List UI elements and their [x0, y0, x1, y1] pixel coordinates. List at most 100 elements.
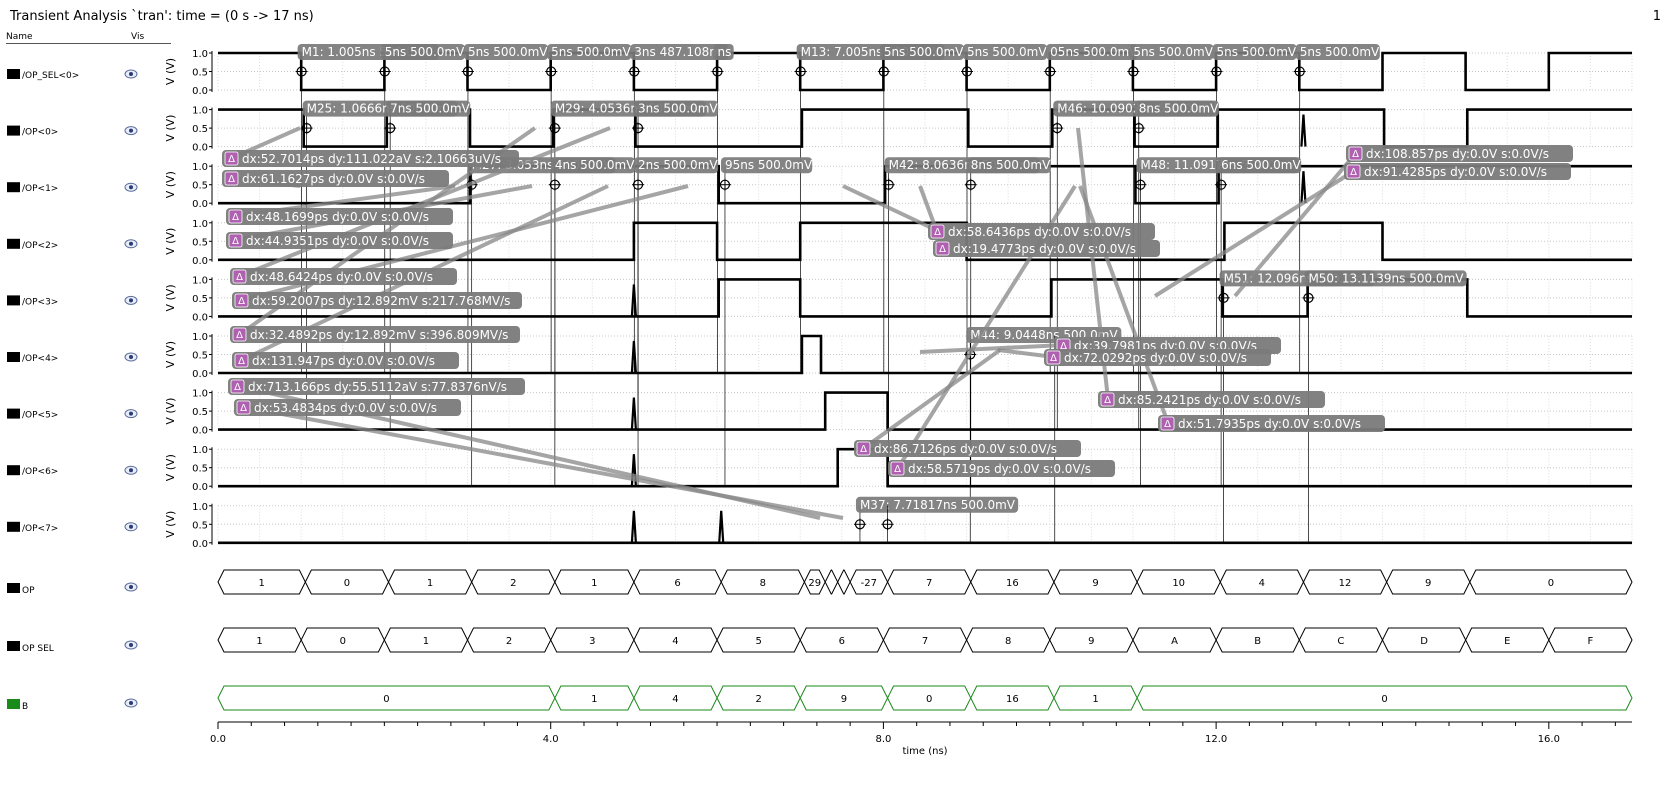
delta-icon: Δ [1350, 167, 1357, 178]
name-column-header[interactable]: Name [6, 32, 33, 42]
window-title: Transient Analysis `tran': time = (0 s -… [10, 9, 314, 24]
delta-label-bg [230, 326, 520, 343]
delta-icon: Δ [1352, 149, 1359, 160]
bus-value: 7 [926, 578, 932, 589]
bus-value: 12 [1339, 578, 1352, 589]
delta-icon: Δ [234, 382, 241, 393]
signal-name: /OP<6> [22, 467, 58, 477]
delta-icon: Δ [236, 272, 243, 283]
delta-label-bg [226, 208, 453, 225]
corner-index: 1 [1652, 9, 1661, 24]
eye-icon [129, 701, 133, 705]
bus-value: 4 [672, 694, 678, 705]
signal-name: /OP<4> [22, 354, 58, 364]
delta-label: dx:51.7935ps dy:0.0V s:0.0V/s [1178, 417, 1361, 431]
bus-name: OP SEL [22, 644, 54, 654]
delta-icon: Δ [228, 174, 235, 185]
delta-icon: Δ [1050, 353, 1057, 364]
delta-label: dx:91.4285ps dy:0.0V s:0.0V/s [1364, 165, 1547, 179]
marker-label: 3ns 487.108mV [634, 45, 730, 59]
delta-label: dx:61.1627ps dy:0.0V s:0.0V/s [242, 172, 425, 186]
marker-label-bg [550, 157, 635, 174]
y-tick-label: 1.0 [192, 106, 208, 117]
bus-value: -27 [861, 578, 877, 589]
eye-icon [129, 72, 133, 76]
delta-label: dx:19.4773ps dy:0.0V s:0.0V/s [953, 242, 1136, 256]
vis-column-header[interactable]: Vis [131, 32, 145, 42]
bus-value: 1 [591, 578, 597, 589]
delta-label: dx:108.857ps dy:0.0V s:0.0V/s [1366, 147, 1549, 161]
y-tick-label: 0.0 [192, 482, 208, 493]
y-axis-label: V (V) [164, 171, 177, 198]
signal-color-swatch [7, 238, 20, 249]
y-tick-label: 0.5 [192, 181, 208, 192]
delta-label-bg [1346, 145, 1573, 162]
x-tick-label: 4.0 [543, 734, 559, 745]
eye-icon [129, 185, 133, 190]
delta-connector [1233, 151, 1358, 298]
marker-label-bg [547, 44, 632, 60]
delta-label-bg [1344, 163, 1571, 180]
marker-label-bg [634, 100, 719, 117]
bus-value: D [1420, 636, 1428, 647]
signal-name: /OP<5> [22, 411, 58, 421]
signal-name: /OP<3> [22, 297, 58, 307]
eye-icon [129, 241, 133, 246]
glitch-spike [630, 284, 637, 317]
delta-label-bg [228, 378, 525, 395]
bus-value: 7 [922, 636, 928, 647]
bus-name: OP [22, 586, 35, 596]
signal-name: /OP_SEL<0> [22, 71, 79, 81]
delta-icon [1346, 164, 1361, 179]
marker-label: 7ns 500.0mV [390, 102, 470, 116]
delta-connector [239, 126, 611, 278]
marker-label-bg [380, 44, 465, 60]
delta-connector [842, 184, 939, 233]
x-tick-label: 12.0 [1205, 734, 1227, 745]
delta-icon [935, 241, 950, 256]
glitch-spike [630, 340, 637, 374]
y-tick-label: 0.0 [192, 539, 208, 550]
delta-icon [236, 400, 251, 415]
bus-value: 1 [427, 578, 433, 589]
marker-label-bg [963, 44, 1048, 60]
delta-icon [856, 441, 871, 456]
delta-label: dx:713.166ps dy:55.5112aV s:77.8376nV/s [248, 380, 507, 394]
eye-icon [129, 643, 133, 647]
bus-color-swatch [7, 699, 20, 709]
bus-value: 6 [674, 578, 680, 589]
bus-value: B [1254, 636, 1261, 647]
eye-icon [129, 411, 133, 416]
bus-value: 0 [340, 636, 346, 647]
delta-icon [1160, 416, 1175, 431]
signal-color-swatch [7, 521, 20, 532]
delta-icon: Δ [934, 227, 941, 238]
marker-label-bg [386, 100, 471, 117]
y-tick-label: 1.0 [192, 162, 208, 173]
y-tick-label: 1.0 [192, 219, 208, 230]
y-tick-label: 0.5 [192, 351, 208, 362]
y-tick-label: 0.5 [192, 294, 208, 305]
delta-icon: Δ [236, 330, 243, 341]
marker-label-bg [1046, 44, 1138, 60]
bus-value: 0 [926, 694, 932, 705]
signal-color-swatch [7, 408, 20, 419]
delta-label: dx:53.4834ps dy:0.0V s:0.0V/s [254, 401, 437, 415]
bus-value: 16 [1006, 694, 1019, 705]
marker-label-bg [463, 44, 549, 60]
delta-label: dx:131.947ps dy:0.0V s:0.0V/s [252, 354, 435, 368]
delta-label-bg [230, 268, 457, 285]
marker-label: M50: 13.1139ns 500.0mV [1308, 271, 1464, 285]
delta-label: dx:58.5719ps dy:0.0V s:0.0V/s [908, 462, 1091, 476]
marker-label-bg [720, 157, 813, 174]
bus-value: 9 [1088, 636, 1094, 647]
bus-value: 5 [755, 636, 761, 647]
glitch-spike [718, 510, 725, 543]
delta-icon: Δ [894, 464, 901, 475]
bus-value: 16 [1006, 578, 1019, 589]
bus-value: 1 [423, 636, 429, 647]
delta-connector [243, 405, 844, 520]
y-tick-label: 1.0 [192, 275, 208, 286]
marker-label-bg [1212, 44, 1297, 60]
